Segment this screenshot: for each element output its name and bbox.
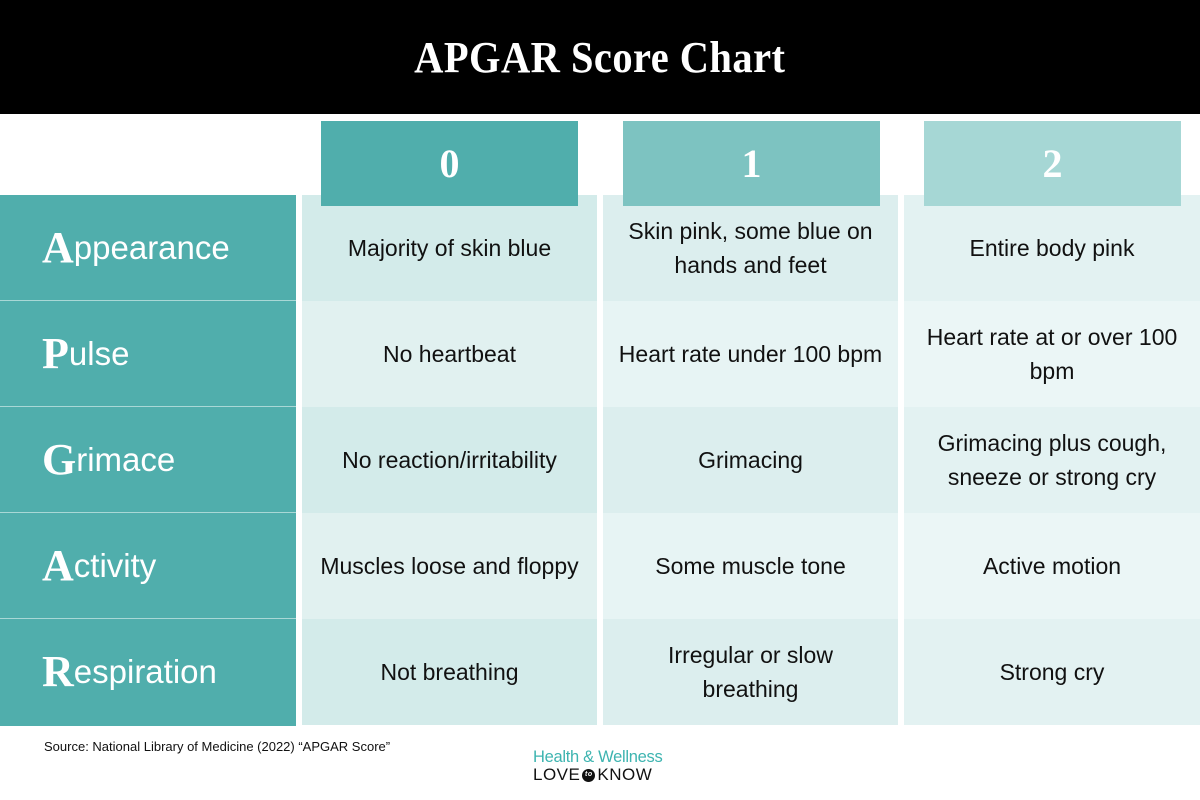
criterion-rest: rimace: [76, 440, 176, 478]
table-cell: Muscles loose and floppy: [302, 513, 597, 619]
table-cell: Entire body pink: [904, 195, 1200, 301]
criterion-initial: P: [42, 328, 69, 378]
source-note: Source: National Library of Medicine (20…: [44, 739, 391, 754]
table-cell: Grimacing: [603, 407, 898, 513]
criterion-rest: ppearance: [73, 228, 230, 266]
criterion-initial: R: [42, 647, 74, 696]
table-cell: No heartbeat: [302, 301, 597, 407]
score-header-0: 0: [321, 121, 578, 206]
criterion-rest: espiration: [73, 653, 217, 690]
criterion-initial: A: [42, 222, 74, 272]
table-cell: Heart rate at or over 100 bpm: [904, 301, 1200, 407]
table-cell: Some muscle tone: [603, 513, 898, 619]
table-cell: Not breathing: [302, 619, 597, 725]
table-cell: Grimacing plus cough, sneeze or strong c…: [904, 407, 1200, 513]
criterion-initial: A: [42, 540, 74, 590]
brand-love: LOVE: [533, 765, 581, 784]
brand-to-circle-icon: to: [582, 768, 596, 782]
table-cell: Majority of skin blue: [302, 195, 597, 301]
score-2-column: Entire body pink Heart rate at or over 1…: [904, 195, 1200, 726]
table-cell: Skin pink, some blue on hands and feet: [603, 195, 898, 301]
table-cell: No reaction/irritability: [302, 407, 597, 513]
table-cell: Heart rate under 100 bpm: [603, 301, 898, 407]
score-0-column: Majority of skin blue No heartbeat No re…: [302, 195, 597, 726]
score-header-1: 1: [623, 121, 880, 206]
brand-know: KNOW: [597, 765, 653, 784]
table-cell: Active motion: [904, 513, 1200, 619]
criterion-rest: ulse: [68, 334, 130, 372]
brand-logo: Health & Wellness LOVE to KNOW: [533, 748, 663, 784]
criterion-initial: G: [42, 434, 77, 484]
chart-title: APGAR Score Chart: [414, 32, 786, 82]
brand-lovetoknow: LOVE to KNOW: [533, 766, 662, 784]
title-bar: APGAR Score Chart: [0, 0, 1200, 114]
score-1-column: Skin pink, some blue on hands and feet H…: [603, 195, 898, 726]
score-header-2: 2: [924, 121, 1181, 206]
criterion-rest: ctivity: [73, 546, 157, 584]
table-cell: Irregular or slow breathing: [603, 619, 898, 725]
table-cell: Strong cry: [904, 619, 1200, 725]
brand-health-wellness: Health & Wellness: [533, 748, 663, 766]
